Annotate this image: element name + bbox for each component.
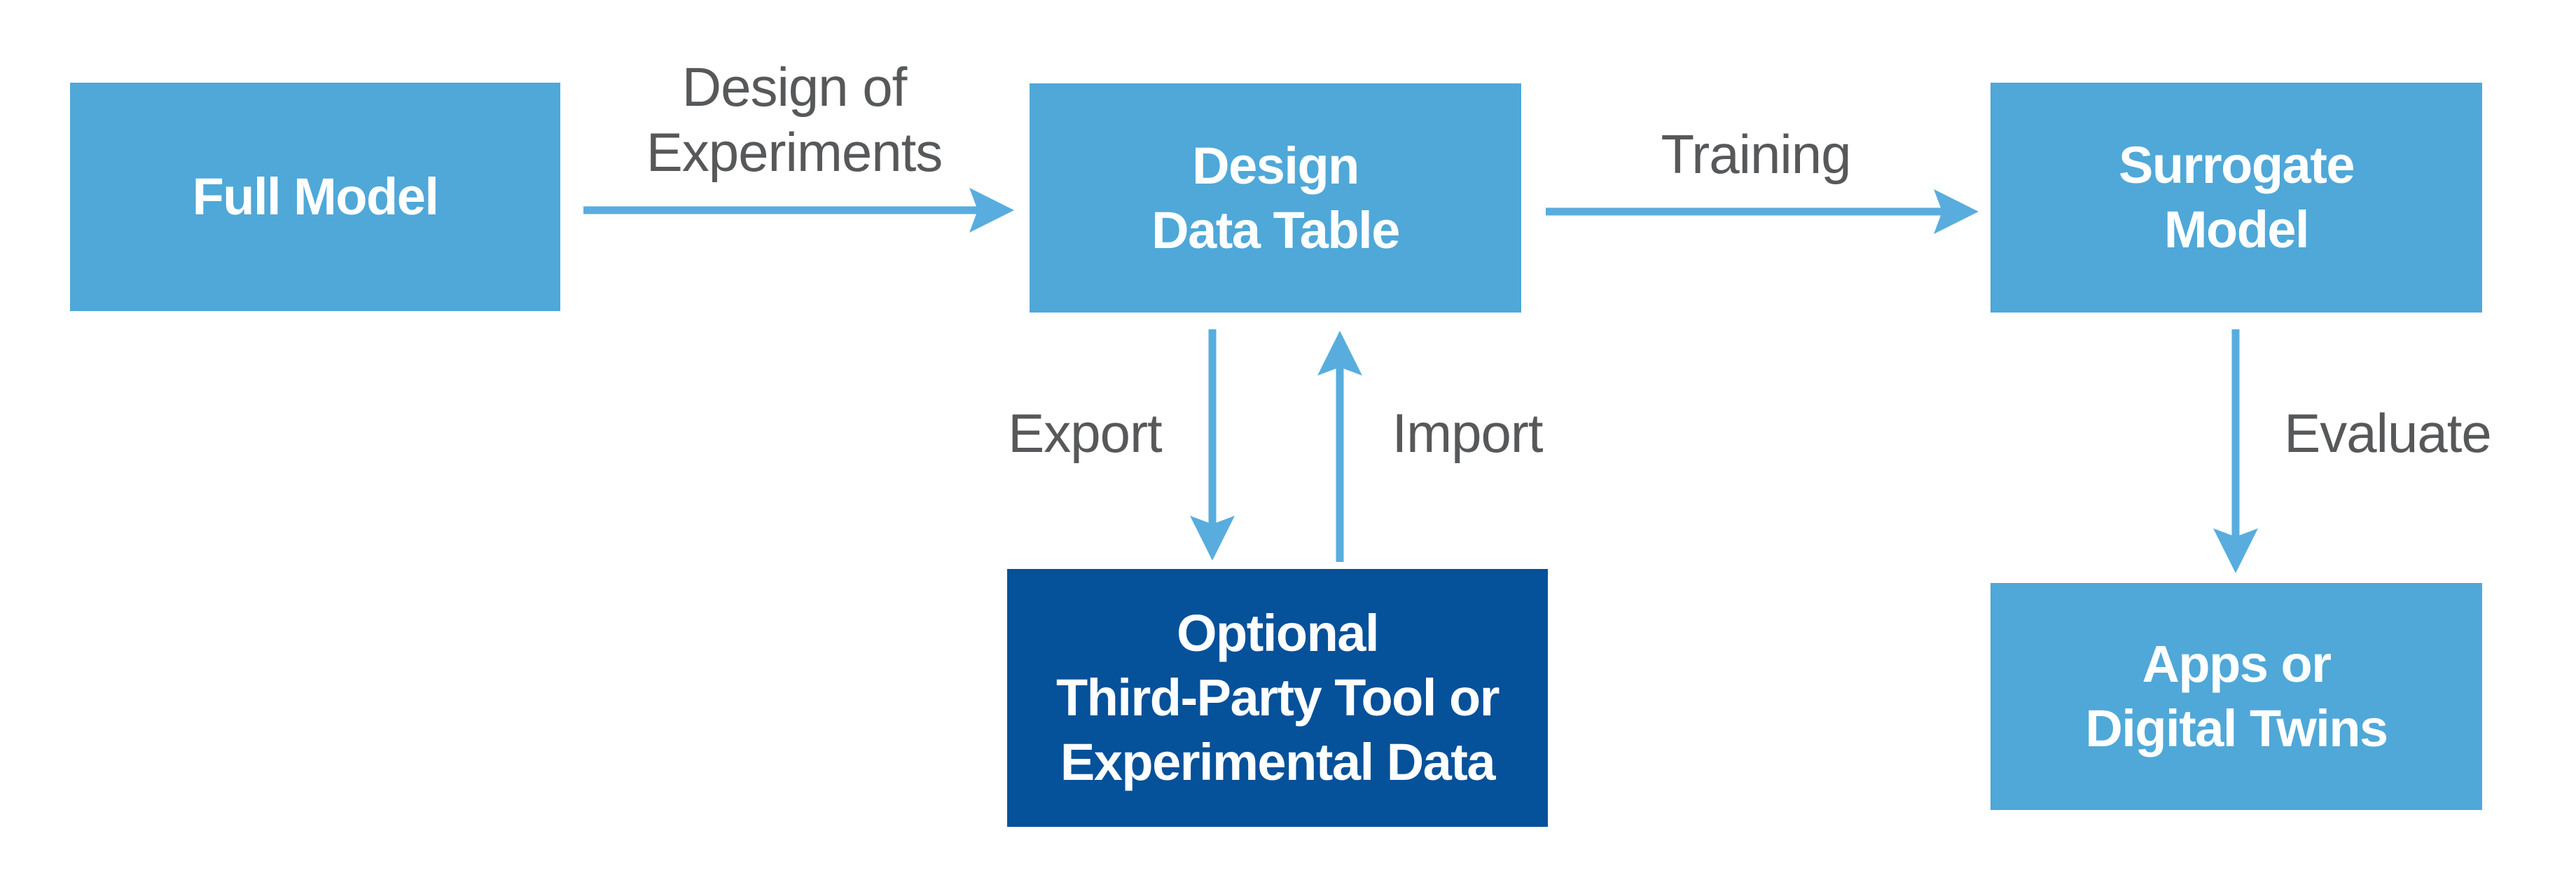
full-model-box: Full Model (70, 83, 560, 311)
doe-arrow (583, 188, 1014, 233)
import-label-text: Import (1392, 402, 1543, 464)
apps-digital-twins-line1: Apps or (2142, 635, 2332, 693)
design-data-table-line2: Data Table (1151, 200, 1400, 259)
training-label-text: Training (1661, 123, 1852, 185)
full-model-label: Full Model (192, 165, 439, 229)
evaluate-arrow (2213, 329, 2258, 573)
doe-label-line2: Experiments (646, 121, 943, 183)
optional-tool-line2: Third-Party Tool or (1055, 668, 1500, 727)
import-label: Import (1362, 401, 1572, 466)
design-data-table-line1: Design (1192, 136, 1359, 195)
design-of-experiments-label: Design of Experiments (549, 55, 1039, 185)
surrogate-model-line2: Model (2163, 200, 2310, 259)
training-label: Training (1616, 122, 1896, 187)
evaluate-label: Evaluate (2248, 401, 2528, 466)
design-data-table-label: Design Data Table (1151, 134, 1400, 263)
apps-digital-twins-box: Apps or Digital Twins (1990, 583, 2482, 810)
optional-third-party-tool-label: Optional Third-Party Tool or Experimenta… (1055, 601, 1500, 795)
full-model-label-text: Full Model (192, 167, 439, 226)
export-arrow (1190, 329, 1235, 561)
optional-third-party-tool-box: Optional Third-Party Tool or Experimenta… (1007, 569, 1548, 827)
evaluate-label-text: Evaluate (2284, 402, 2492, 464)
export-label: Export (980, 401, 1190, 466)
surrogate-model-line1: Surrogate (2118, 136, 2355, 194)
export-label-text: Export (1008, 402, 1162, 464)
apps-digital-twins-label: Apps or Digital Twins (2085, 632, 2388, 761)
training-arrow (1546, 189, 1979, 234)
doe-label-line1: Design of (681, 56, 908, 118)
optional-tool-line3: Experimental Data (1060, 733, 1496, 791)
optional-tool-line1: Optional (1176, 604, 1380, 662)
design-data-table-box: Design Data Table (1030, 83, 1521, 313)
import-arrow (1317, 331, 1362, 562)
surrogate-model-label: Surrogate Model (2118, 133, 2355, 262)
surrogate-model-box: Surrogate Model (1990, 83, 2482, 313)
apps-digital-twins-line2: Digital Twins (2085, 699, 2388, 757)
